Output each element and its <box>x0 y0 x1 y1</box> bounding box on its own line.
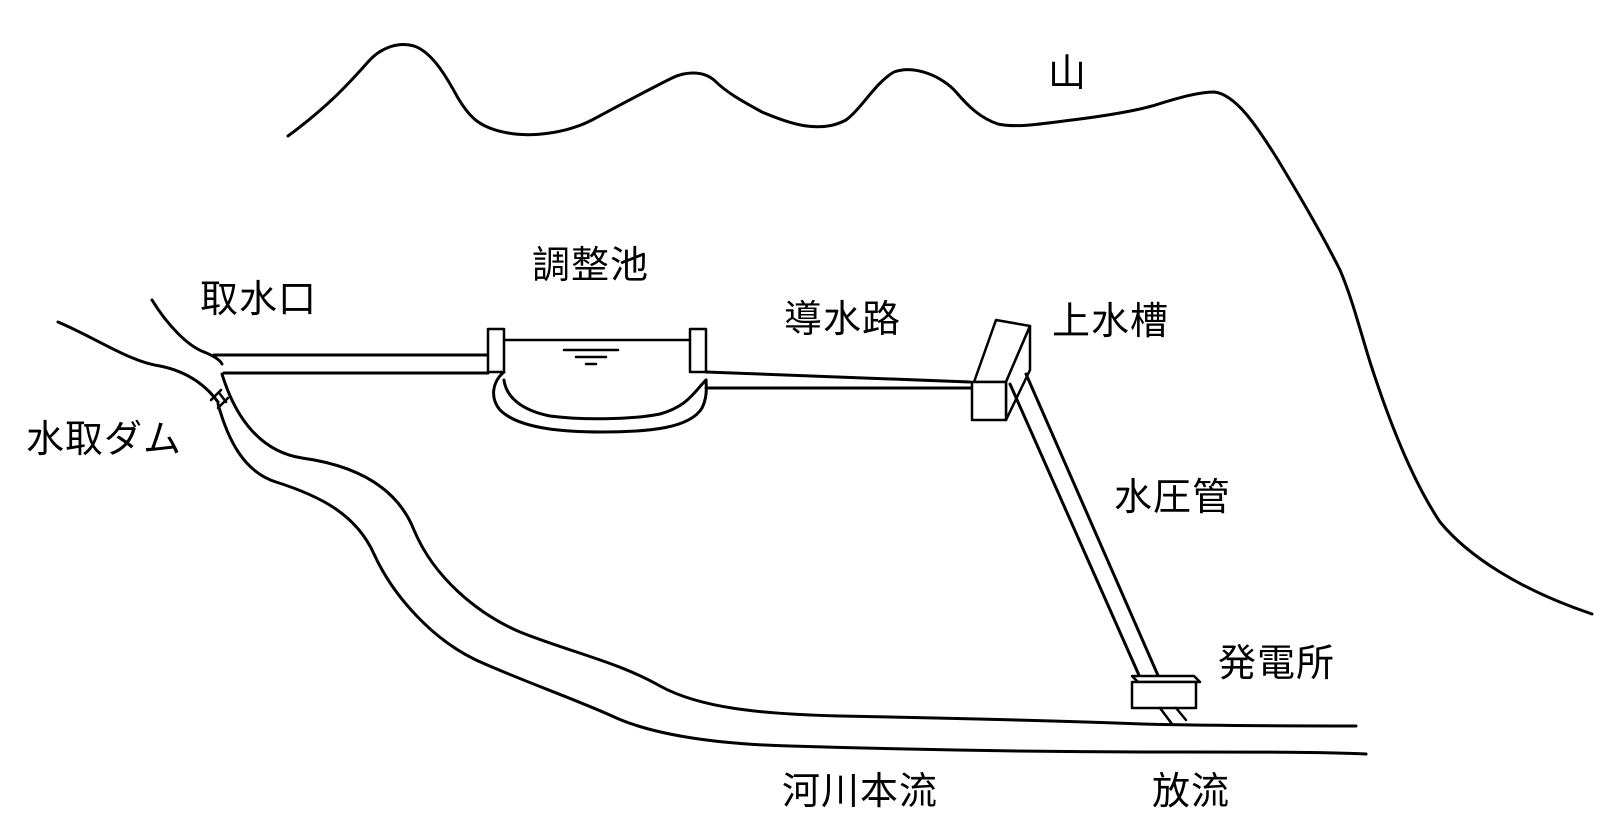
river-upper-bank <box>56 320 220 404</box>
label-intake: 取水口 <box>200 277 318 321</box>
water-level-icon <box>562 348 620 366</box>
regulating-pond <box>486 327 708 434</box>
label-regulating-pond: 調整池 <box>532 243 650 287</box>
label-intake-dam: 水取ダム <box>26 417 183 461</box>
label-headrace: 導水路 <box>784 297 902 341</box>
label-power-station: 発電所 <box>1218 641 1336 685</box>
discharge-channel <box>1158 706 1188 726</box>
label-main-river: 河川本流 <box>782 769 939 813</box>
head-tank <box>970 318 1032 422</box>
label-penstock: 水圧管 <box>1114 475 1232 519</box>
label-mountain: 山 <box>1048 51 1088 95</box>
label-head-tank: 上水槽 <box>1052 299 1170 343</box>
intake-bank <box>150 298 224 366</box>
penstock-right <box>1024 372 1162 682</box>
main-river-lower-bank <box>216 402 1368 756</box>
penstock-left <box>1008 382 1144 684</box>
main-river-upper-bank <box>220 372 1358 728</box>
label-discharge: 放流 <box>1152 769 1231 813</box>
mountain-ridge <box>286 43 1594 616</box>
headrace-upper-2 <box>704 370 972 384</box>
power-station <box>1130 674 1202 710</box>
